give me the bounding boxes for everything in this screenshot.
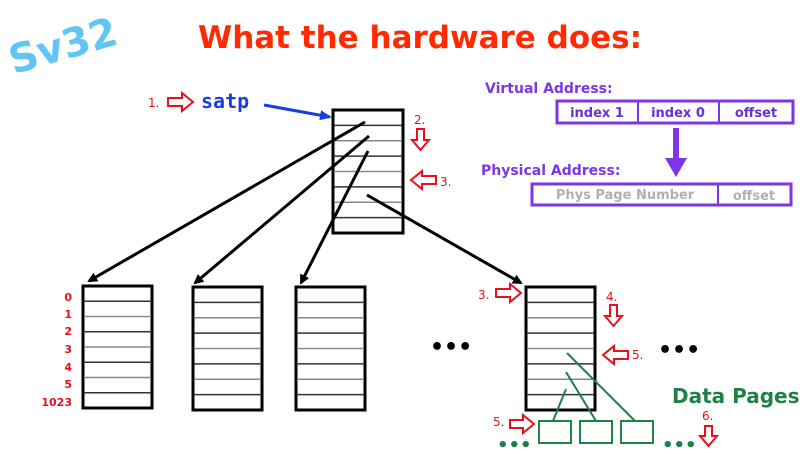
- pointer-arrow: [193, 134, 370, 285]
- pointer-arrow: [366, 193, 523, 285]
- step-2-arrow-icon: [409, 128, 432, 152]
- ellipsis: •••: [497, 435, 532, 454]
- step-1-arrow-icon: [167, 90, 195, 114]
- data-page: [538, 420, 572, 444]
- row-index: 3: [64, 343, 72, 356]
- pointer-arrow: [299, 150, 370, 285]
- step-2-label: 2.: [414, 113, 425, 127]
- ellipsis: •••: [430, 335, 472, 360]
- pointer-arrow: [87, 120, 366, 283]
- data-pages-label: Data Pages: [672, 384, 800, 408]
- va-field-index1: index 1: [570, 106, 624, 121]
- translation-arrow-icon: [665, 128, 687, 177]
- step-4-label: 4.: [606, 290, 617, 304]
- row-index: 4: [64, 361, 72, 374]
- va-field-index0: index 0: [651, 106, 705, 121]
- step-3b-arrow-icon: [495, 281, 523, 305]
- step-3-arrow-icon: [409, 168, 437, 192]
- data-page: [579, 420, 613, 444]
- ellipsis: •••: [658, 338, 700, 363]
- pa-field-ppn: Phys Page Number: [556, 188, 695, 203]
- virtual-address-box: [555, 99, 795, 125]
- page-table: [191, 285, 264, 412]
- step-5-arrow-icon: [601, 343, 629, 367]
- satp-pointer-arrow: [263, 103, 332, 121]
- row-index-labels: 0 1 2 3 4 5 1023: [41, 291, 72, 409]
- step-5b-arrow-icon: [509, 412, 536, 436]
- row-index: 2: [64, 325, 72, 338]
- step-3b-label: 3.: [478, 288, 489, 302]
- row-index: 0: [64, 291, 72, 304]
- physical-address-label: Physical Address:: [481, 163, 620, 179]
- page-table: [294, 285, 367, 412]
- data-page-pointer: [566, 352, 636, 422]
- step-1-label: 1.: [148, 96, 159, 110]
- sv32-logo: Sv32: [4, 9, 123, 84]
- data-page-pointer: [552, 388, 567, 422]
- page-table: [81, 284, 154, 410]
- virtual-address-label: Virtual Address:: [485, 81, 613, 97]
- slide-title: What the hardware does:: [198, 20, 642, 56]
- ellipsis: •••: [662, 435, 697, 454]
- physical-address-box: [530, 182, 793, 207]
- data-page: [620, 420, 654, 444]
- pa-field-offset: offset: [733, 189, 775, 204]
- step-5b-label: 5.: [493, 415, 504, 429]
- satp-register: satp: [201, 89, 249, 113]
- row-index: 1023: [41, 396, 72, 409]
- step-6-label: 6.: [702, 409, 713, 423]
- row-index: 5: [64, 378, 72, 391]
- page-table: [524, 285, 597, 412]
- step-5-label: 5.: [632, 348, 643, 362]
- step-6-arrow-icon: [697, 425, 720, 448]
- va-field-offset: offset: [735, 106, 777, 121]
- row-index: 1: [64, 308, 72, 321]
- step-3-label: 3.: [440, 175, 451, 189]
- step-4-arrow-icon: [602, 304, 625, 328]
- data-page-pointer: [565, 371, 597, 422]
- root-page-table: [331, 108, 405, 235]
